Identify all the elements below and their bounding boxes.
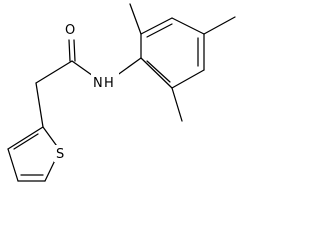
upper-methyl-bond (129, 3, 142, 35)
carbonyl-bond-1 (68, 39, 71, 62)
right-methyl-bond (203, 16, 236, 35)
mesityl-ring-bond-2 (140, 17, 173, 35)
sulfur-label: S (56, 147, 64, 162)
methylene-to-thiophene-bond (35, 82, 44, 128)
molecule-drawing: O N H S (7, 3, 236, 182)
carbonyl-bond-2 (73, 39, 76, 62)
thiophene-inner-bond-1 (13, 133, 39, 150)
mesityl-inner-bond-3 (146, 60, 171, 83)
sulfur-label-background (54, 145, 68, 162)
thiophene-bond-4 (7, 148, 19, 182)
mesityl-ring-bond-3 (171, 17, 205, 35)
bond-layer (7, 3, 236, 182)
hydrogen-label: H (104, 76, 114, 91)
mesityl-inner-bond-1 (146, 23, 173, 38)
oxygen-label-background (63, 20, 81, 38)
nitrogen-label: N (93, 76, 103, 91)
nitrogen-to-aryl-bond (115, 57, 142, 77)
lower-methyl-bond (171, 87, 183, 122)
mesityl-ring-bond-6 (140, 57, 173, 89)
mesityl-ring-bond-5 (171, 69, 205, 89)
structure-canvas: O N H S (7, 3, 236, 182)
oxygen-label: O (65, 23, 75, 38)
carbonyl-to-methylene-bond (35, 60, 73, 84)
nh-label-background (91, 71, 119, 91)
thiophene-bond-5 (7, 126, 44, 150)
